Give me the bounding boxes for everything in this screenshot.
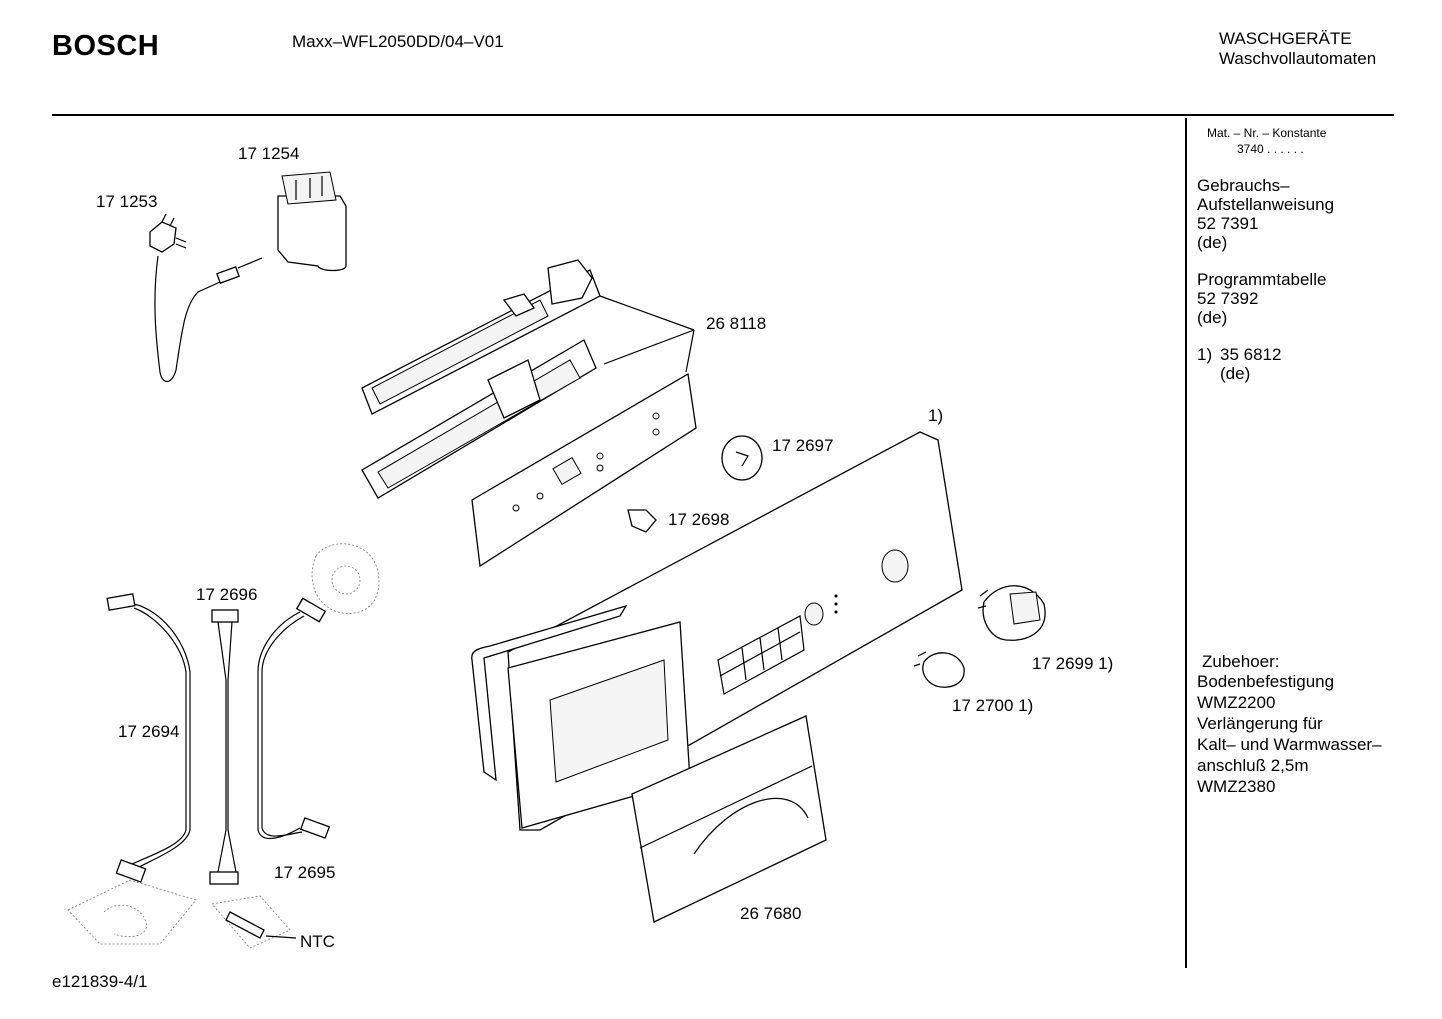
ghost-motor-part: [311, 543, 380, 614]
label-268118: 26 8118: [706, 314, 767, 333]
label-172699: 17 2699 1): [1032, 654, 1114, 673]
dispenser-drawer-handle: [631, 715, 827, 923]
wiring-harness-center: [209, 609, 239, 885]
accessories-title: Zubehoer:: [1202, 652, 1280, 671]
label-ntc: NTC: [300, 932, 335, 951]
label-171254: 17 1254: [238, 144, 300, 163]
program-knob: [977, 585, 1046, 641]
label-172694: 17 2694: [118, 722, 180, 741]
small-knob: [913, 651, 965, 688]
suppressor-filter: [277, 171, 347, 272]
label-172700: 17 2700 1): [952, 696, 1034, 715]
accessory-line-1: Bodenbefestigung: [1197, 672, 1335, 691]
manual-lang: (de): [1197, 233, 1228, 252]
label-172698: 17 2698: [668, 510, 730, 529]
accessory-line-3: Verlängerung für: [1197, 714, 1323, 733]
push-button: [627, 509, 657, 533]
category-title: WASCHGERÄTE: [1219, 29, 1352, 48]
ntc-sensor: [211, 895, 297, 949]
mat-number-value: 3740 . . . . . .: [1237, 142, 1304, 156]
manual-number: 52 7391: [1197, 214, 1259, 233]
model-number: Maxx–WFL2050DD/04–V01: [292, 32, 504, 51]
accessory-line-4: Kalt– und Warmwasser–: [1197, 735, 1382, 754]
drawing-id: e121839-4/1: [52, 972, 148, 991]
program-number: 52 7392: [1197, 289, 1259, 308]
sidebar-divider: [1185, 118, 1187, 968]
mat-number-label: Mat. – Nr. – Konstante: [1207, 126, 1327, 140]
accessory-line-6: WMZ2380: [1197, 777, 1276, 796]
module-bracket-lower: [361, 339, 597, 499]
accessory-line-5: anschluß 2,5m: [1197, 756, 1309, 775]
wiring-harness-left: [106, 593, 191, 883]
dispenser-frame: [471, 604, 691, 829]
accessory-line-2: WMZ2200: [1197, 693, 1276, 712]
module-bracket-upper: [361, 259, 601, 415]
program-title: Programmtabelle: [1197, 270, 1327, 289]
ghost-pump-part: [67, 879, 197, 945]
manual-title-2: Aufstellanweisung: [1197, 195, 1335, 214]
label-172695: 17 2695: [274, 863, 336, 882]
note-number: 35 6812: [1220, 345, 1282, 364]
program-lang: (de): [1197, 308, 1228, 327]
manual-title-1: Gebrauchs–: [1197, 176, 1290, 195]
label-note-1: 1): [928, 406, 944, 425]
mains-plug-cable: [149, 213, 263, 383]
brand-logo: BOSCH: [52, 30, 160, 62]
category-subtitle: Waschvollautomaten: [1219, 49, 1377, 68]
label-171253: 17 1253: [96, 192, 158, 211]
label-172697: 17 2697: [772, 436, 834, 455]
label-267680: 26 7680: [740, 904, 802, 923]
selector-knob: [721, 435, 763, 481]
wiring-harness-right: [257, 597, 331, 840]
note-lang: (de): [1220, 364, 1251, 383]
control-pcb: [471, 372, 697, 568]
header-rule: [52, 114, 1394, 116]
note-marker: 1): [1197, 345, 1213, 364]
label-172696: 17 2696: [196, 585, 258, 604]
